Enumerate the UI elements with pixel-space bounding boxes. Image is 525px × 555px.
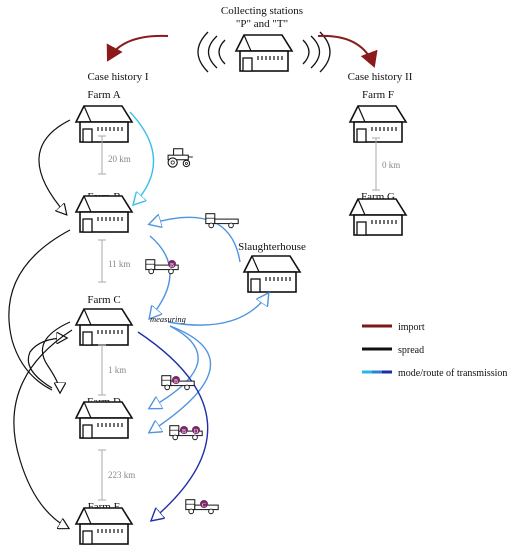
distance-bars <box>98 135 380 501</box>
tractor-icon <box>167 148 194 168</box>
route-b-to-c <box>150 235 171 318</box>
farm-d-barn-icon <box>75 401 133 439</box>
collecting-station-barn-icon <box>235 34 293 72</box>
farm-f-barn-icon <box>349 105 407 143</box>
farm-c-barn-icon <box>75 308 133 346</box>
truck-icon-slaughterhouse <box>205 213 239 229</box>
case-history-2-label: Case history II <box>348 71 413 83</box>
truck-badge-text-b-c: B <box>170 263 174 269</box>
truck-badge-text-c-d-2b: D <box>194 429 199 435</box>
truck-badge-c-d <box>172 376 180 384</box>
truck-badge-c-e <box>200 500 208 508</box>
distance-ab: 20 km <box>108 154 131 164</box>
legend-import-label: import <box>398 322 425 333</box>
collecting-stations-line1: Collecting stations <box>221 5 303 17</box>
truck-badge-c-d-2a <box>180 426 188 434</box>
spread-arrow-c-to-e <box>13 329 73 528</box>
spread-arrow-b-to-c-tail <box>8 229 71 391</box>
route-a-to-b <box>129 111 155 204</box>
import-arrow-case-2 <box>317 34 378 68</box>
farm-g-barn-icon <box>349 198 407 236</box>
slaughterhouse-barn-icon <box>243 255 301 293</box>
legend-spread-label: spread <box>398 345 424 356</box>
measuring-label: measuring <box>150 314 186 324</box>
legend: import spread mode/route of transmission <box>362 322 507 379</box>
farm-e-barn-icon <box>75 507 133 545</box>
spread-arrow-d-to-c <box>27 338 66 389</box>
case-history-1-label: Case history I <box>87 71 148 83</box>
truck-badge-text-c-e: C <box>202 503 206 509</box>
distance-fg: 0 km <box>382 160 400 170</box>
import-arrow-case-1 <box>106 34 169 62</box>
legend-transmission-label: mode/route of transmission <box>398 368 507 379</box>
truck-badge-text-c-d: B <box>174 379 178 385</box>
route-c-to-e <box>137 331 209 520</box>
truck-badge-c-d-2b <box>192 426 200 434</box>
farm-b-barn-icon <box>75 195 133 233</box>
route-c-to-slaughterhouse <box>167 294 268 326</box>
route-c-to-d-2 <box>150 325 212 432</box>
slaughterhouse-label: Slaughterhouse <box>238 241 306 253</box>
distance-bc: 11 km <box>108 259 130 269</box>
farm-f-label: Farm F <box>362 89 394 101</box>
truck-badge-b-c <box>168 260 176 268</box>
farm-a-label: Farm A <box>87 89 120 101</box>
spread-arrow-c-to-d <box>41 321 71 392</box>
spread-arrow-a-to-b <box>38 119 71 214</box>
collecting-stations-line2: "P" and "T" <box>236 18 288 30</box>
distance-cd: 1 km <box>108 365 126 375</box>
truck-badge-text-c-d-2a: B <box>182 429 186 435</box>
farm-c-label: Farm C <box>87 294 120 306</box>
distance-de: 223 km <box>108 470 135 480</box>
route-c-to-d-1 <box>150 325 199 408</box>
farm-a-barn-icon <box>75 105 133 143</box>
